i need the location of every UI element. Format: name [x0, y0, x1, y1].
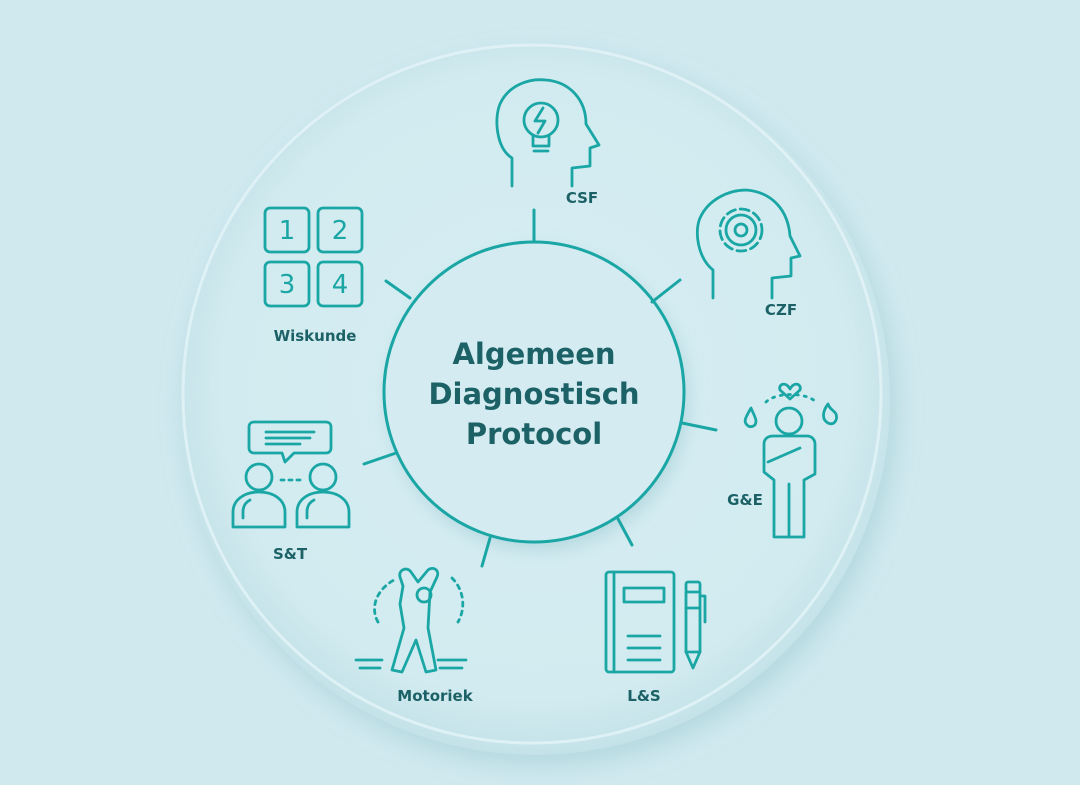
tile-3: [263, 260, 311, 308]
head-gear-icon: [695, 188, 802, 300]
tile-number: 1: [279, 216, 296, 246]
label-motoriek: Motoriek: [397, 687, 473, 705]
label-s-t: S&T: [272, 545, 308, 563]
tile-number: 2: [332, 216, 349, 246]
person-emotions-icon: [743, 382, 838, 539]
center-title-line: Protocol: [465, 417, 603, 451]
label-g-e: G&E: [727, 491, 763, 509]
notebook-pen-icon: [604, 570, 707, 674]
center-title-line: Diagnostisch: [428, 377, 640, 411]
tile-2: [316, 206, 364, 254]
label-l-s: L&S: [627, 687, 661, 705]
center-disc: [384, 242, 684, 542]
tile-4: [316, 260, 364, 308]
label-wiskunde: Wiskunde: [273, 327, 357, 345]
tile-number: 4: [332, 270, 349, 300]
stretching-person-icon: [354, 567, 468, 674]
head-lightbulb-icon: [495, 78, 601, 188]
two-people-talking-icon: [231, 420, 351, 529]
label-csf: CSF: [565, 189, 599, 207]
center-title-line: Algemeen: [452, 337, 616, 371]
number-tiles-icon: 1 2 3 4: [263, 206, 364, 308]
spokes: [362, 208, 718, 568]
center-title: Algemeen Diagnostisch Protocol: [428, 334, 639, 454]
label-czf: CZF: [764, 301, 798, 319]
tile-number: 3: [279, 270, 296, 300]
tile-1: [263, 206, 311, 254]
